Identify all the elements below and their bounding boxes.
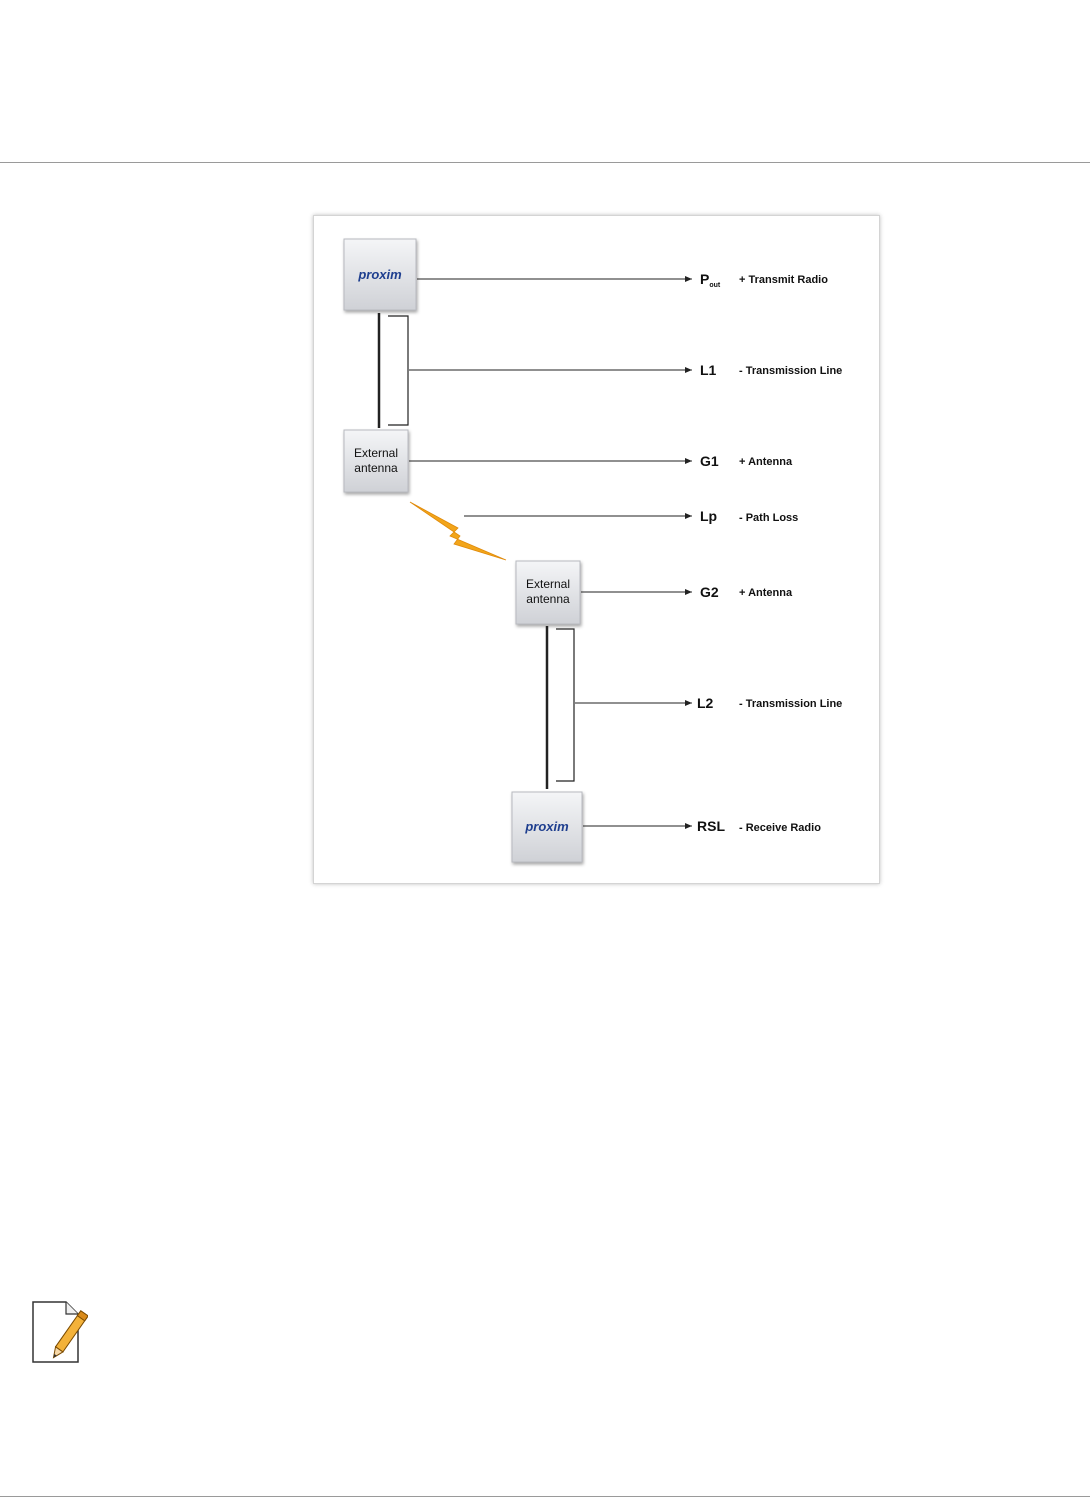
g2-symbol: G2: [700, 584, 719, 600]
antenna-1-block: External antenna: [344, 430, 408, 492]
antenna-2-label-line1: External: [526, 577, 570, 591]
transmit-radio-logo: proxim: [357, 267, 402, 282]
antenna-1-label-line2: antenna: [354, 461, 398, 475]
l1-bracket: [388, 316, 408, 425]
receive-radio-logo: proxim: [524, 819, 569, 834]
antenna-2-block: External antenna: [516, 561, 580, 624]
lp-symbol: Lp: [700, 508, 717, 524]
l2-description: - Transmission Line: [739, 698, 842, 710]
receive-radio-block: proxim: [512, 792, 582, 862]
l2-symbol: L2: [697, 695, 714, 711]
rsl-symbol: RSL: [697, 818, 725, 834]
l1-description: - Transmission Line: [739, 365, 842, 377]
pout-symbol: Pout: [700, 271, 721, 289]
transmit-radio-block: proxim: [344, 239, 416, 310]
l2-bracket: [556, 629, 574, 781]
g1-symbol: G1: [700, 453, 719, 469]
pout-description: + Transmit Radio: [739, 274, 828, 286]
antenna-1-label-line1: External: [354, 446, 398, 460]
header-rule: [0, 162, 1090, 163]
lp-description: - Path Loss: [739, 512, 798, 524]
footer-rule: [0, 1496, 1090, 1497]
link-budget-figure: proxim External antenna External antenna…: [313, 215, 880, 884]
rsl-description: - Receive Radio: [739, 822, 821, 834]
antenna-2-label-line2: antenna: [526, 592, 570, 606]
note-pencil-icon: [28, 1300, 88, 1366]
lightning-bolt-icon: [410, 502, 506, 560]
g1-description: + Antenna: [739, 456, 793, 468]
link-budget-diagram: proxim External antenna External antenna…: [314, 216, 879, 883]
g2-description: + Antenna: [739, 587, 793, 599]
l1-symbol: L1: [700, 362, 717, 378]
